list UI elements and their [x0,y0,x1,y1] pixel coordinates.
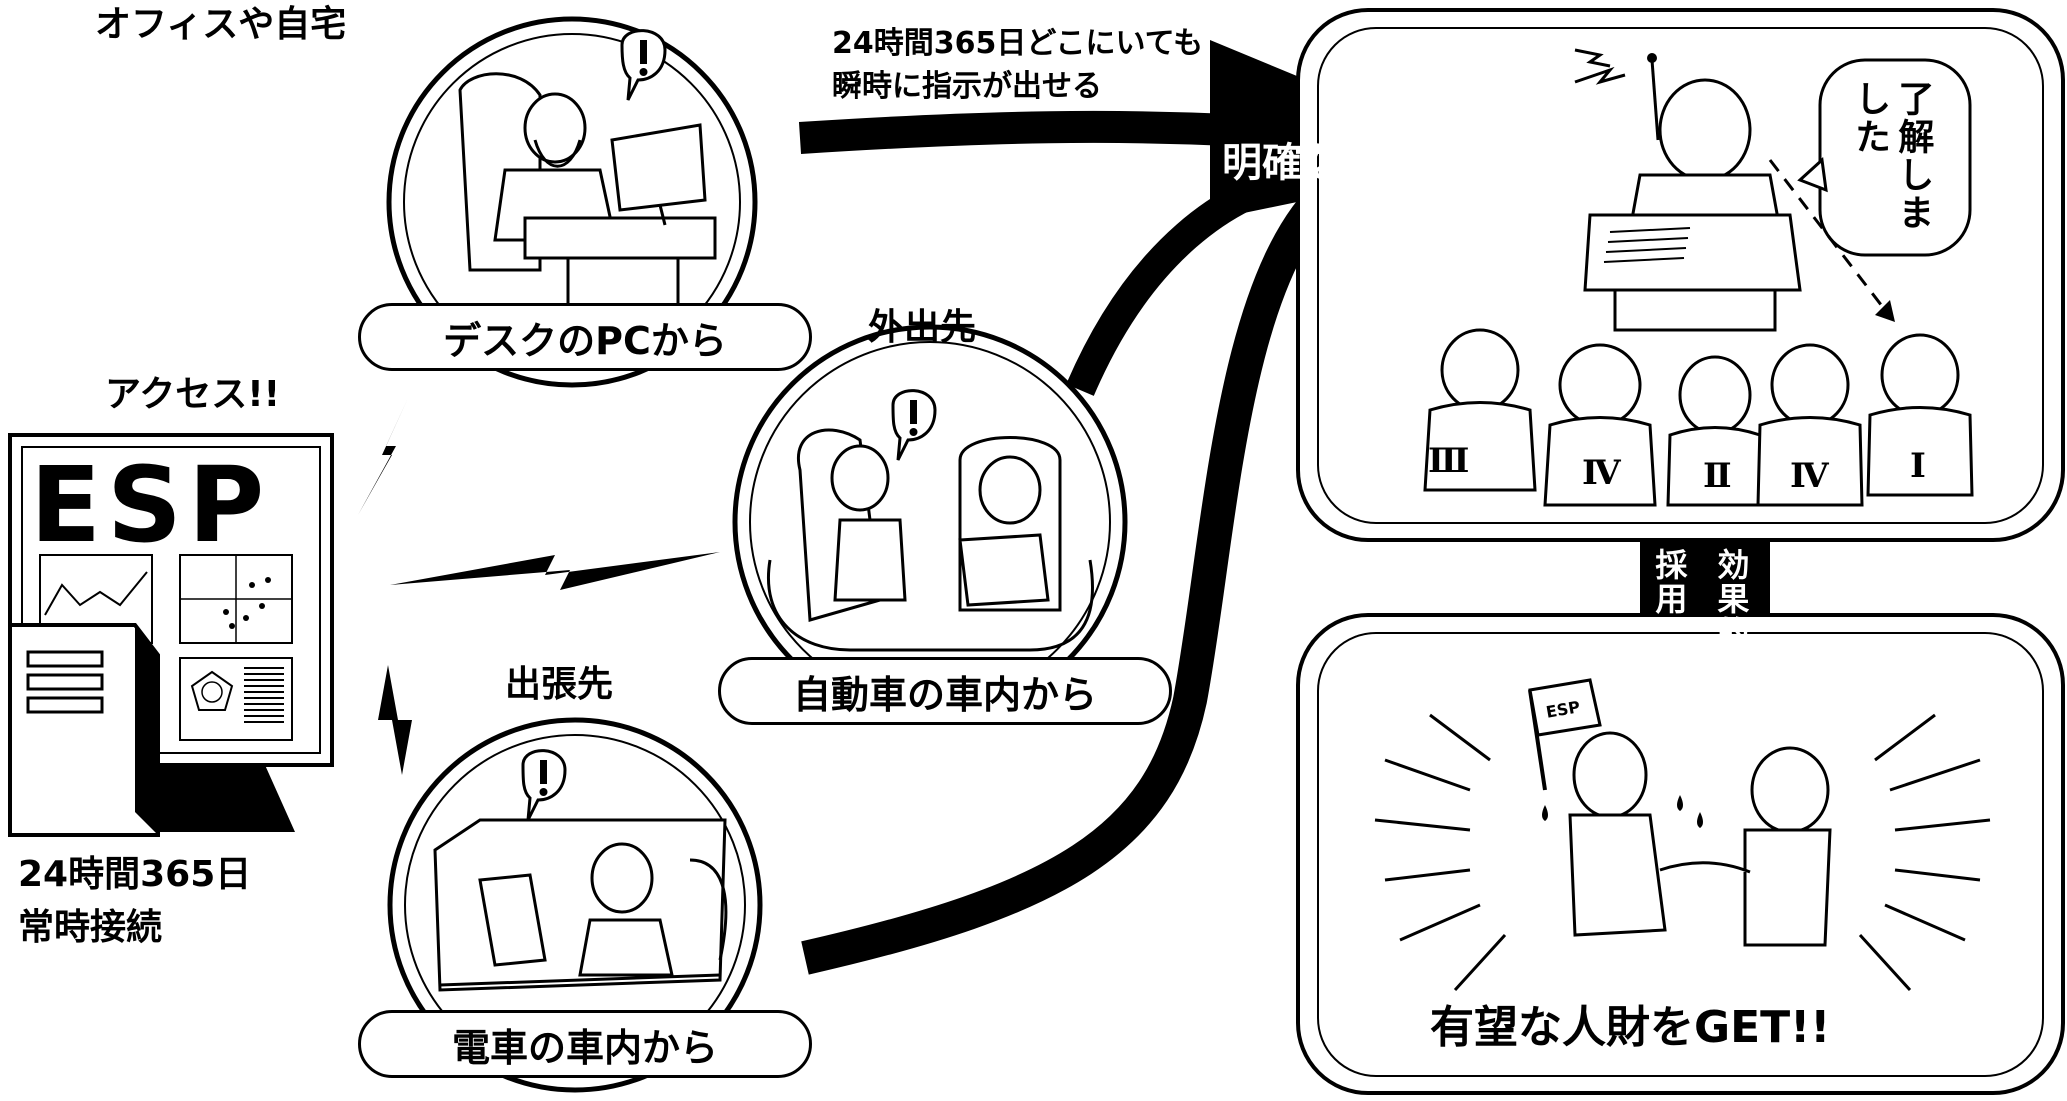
lightning-icon [358,398,720,775]
location-heading-trip: 出張先 [505,664,614,705]
team-members [1423,328,1974,507]
team-rank: Ⅰ [1910,446,1926,486]
always-on-line2: 常時接続 [18,907,163,948]
location-circle-train [387,717,763,1093]
esp-terminal [8,433,334,837]
team-rank: Ⅲ [1428,441,1470,481]
result-title: 有望な人財をGET!! [1430,1002,1831,1053]
team-rank: Ⅱ [1703,456,1732,496]
location-circle-car [732,324,1128,720]
caption-car: 自動車の車内から [718,657,1172,725]
location-heading-office: オフィスや自宅 [95,4,347,45]
office-panel [1296,8,2065,542]
speech-bubble [1818,58,1972,257]
down-arrow-text-1: 採用 [1650,548,1689,616]
always-on-line1: 24時間365日 [18,854,252,895]
instruction-note-line2: 瞬時に指示が出せる [832,69,1102,104]
esp-screen-title: ESP [30,444,271,566]
location-circle-desk [386,16,758,388]
flow-arrow-from-train [801,177,1342,975]
result-panel [1296,613,2065,1095]
caption-train: 電車の車内から [358,1010,812,1078]
flow-arrow-from-desk [798,110,1231,154]
clear-instruction-label: 明確な指示 [1222,140,1422,186]
flag-icon [1528,678,1602,737]
team-rank: Ⅳ [1582,453,1621,493]
location-heading-outside: 外出先 [868,307,977,348]
team-rank: Ⅳ [1790,456,1829,496]
access-label: アクセス!! [105,374,281,415]
instruction-note-line1: 24時間365日どこにいても [832,26,1204,61]
speech-text: 了解しました [1849,80,1934,232]
down-arrow-text-2: 効果的な [1712,548,1751,684]
caption-desk-pc: デスクのPCから [358,303,812,371]
